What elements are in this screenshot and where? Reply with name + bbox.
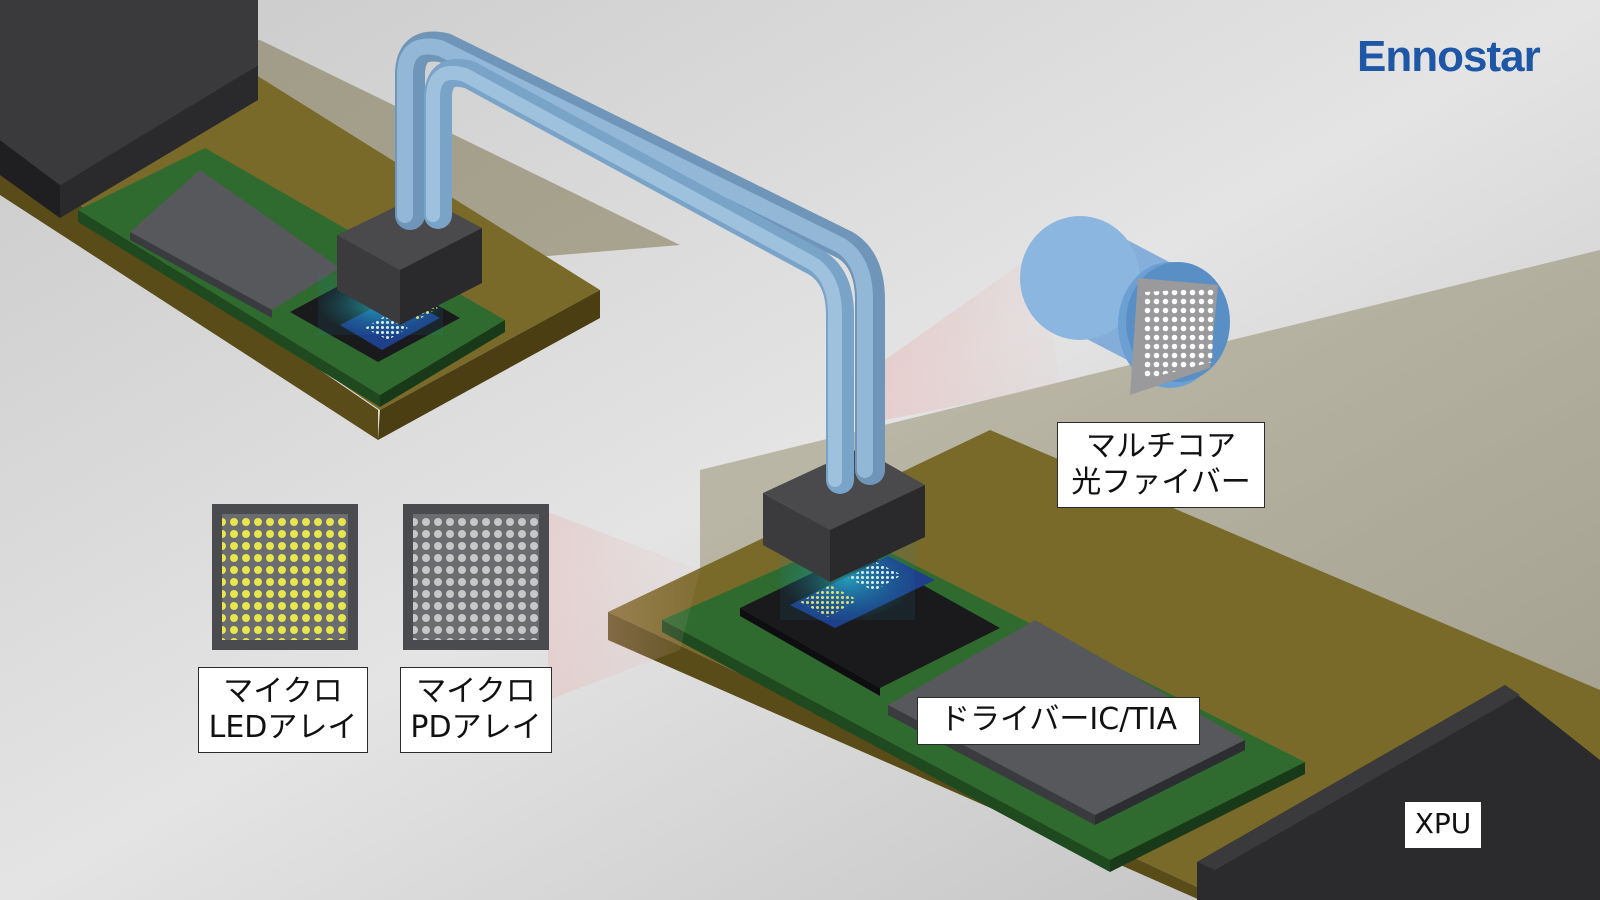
array-callout-beam (548, 512, 700, 700)
brand-logo: Ennostar (1357, 32, 1541, 81)
upper-left-xpu-block (0, 0, 258, 218)
upper-driver-ic (130, 170, 340, 318)
label-multicore-fiber-line2: 光ファイバー (1071, 465, 1251, 500)
label-xpu: XPU (1404, 801, 1482, 849)
label-micro-led-line1: マイクロ (223, 674, 343, 709)
multicore-fiber-cable (395, 31, 885, 494)
micro-led-array-icon (212, 504, 358, 650)
label-micro-led-line2: LEDアレイ (208, 710, 358, 745)
micro-pd-array-icon (403, 504, 549, 650)
label-multicore-fiber: マルチコア 光ファイバー (1057, 422, 1265, 508)
label-driver-ic: ドライバーIC/TIA (917, 697, 1200, 745)
xpu-block (1197, 685, 1600, 900)
fiber-callout-beam (885, 250, 1060, 420)
label-micro-pd-array: マイクロ PDアレイ (400, 667, 552, 753)
label-multicore-fiber-line1: マルチコア (1086, 429, 1236, 464)
multicore-fiber-end-icon (1020, 216, 1230, 395)
label-micro-pd-line2: PDアレイ (410, 710, 542, 745)
label-micro-pd-line1: マイクロ (416, 674, 536, 709)
label-micro-led-array: マイクロ LEDアレイ (198, 667, 368, 753)
